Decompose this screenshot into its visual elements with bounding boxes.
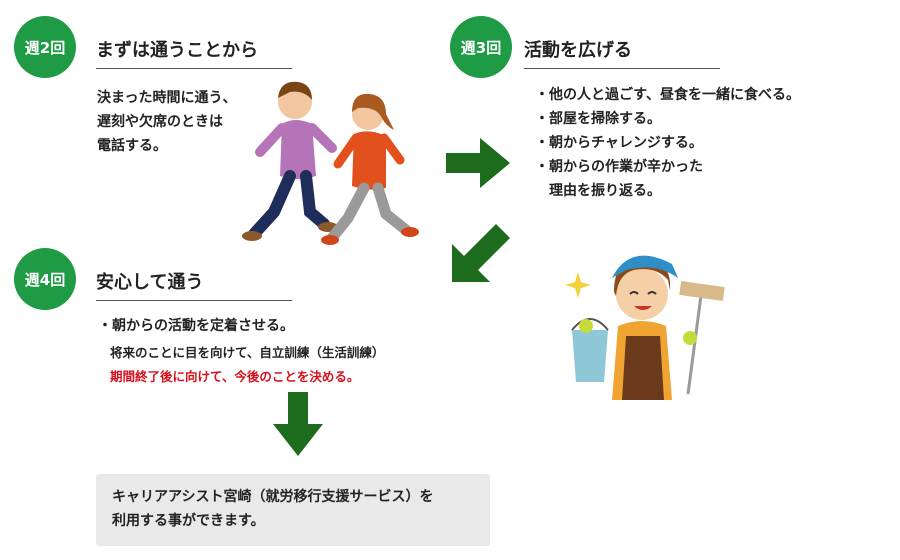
walking-people-illustration xyxy=(242,81,419,245)
step-title-week4: 安心して通う xyxy=(96,268,292,301)
result-line: 利用する事ができます。 xyxy=(112,513,265,529)
step-text-line: 決まった時間に通う、 xyxy=(97,90,237,106)
step-title-week3: 活動を広げる xyxy=(524,36,720,69)
list-item: ・朝からチャレンジする。 xyxy=(535,135,703,151)
step-sub-note: 将来のことに目を向けて、自立訓練（生活訓練） xyxy=(110,345,385,360)
sparkle-icon xyxy=(565,272,591,298)
down-arrow-icon xyxy=(273,392,323,456)
list-item: ・他の人と過ごす、昼食を一緒に食べる。 xyxy=(535,87,801,103)
cleaning-woman-illustration xyxy=(565,255,725,400)
result-callout: キャリアアシスト宮崎（就労移行支援サービス）を 利用する事ができます。 xyxy=(96,474,490,546)
step-badge-week3: 週3回 xyxy=(450,16,512,78)
right-arrow-icon xyxy=(446,138,510,188)
step-bullets-week3: ・他の人と過ごす、昼食を一緒に食べる。 ・部屋を掃除する。 ・朝からチャレンジす… xyxy=(535,83,800,203)
list-item: 理由を振り返る。 xyxy=(535,183,661,199)
list-item: ・朝からの活動を定着させる。 xyxy=(98,318,294,334)
list-item: ・朝からの作業が辛かった xyxy=(535,159,703,175)
step-text-week2: 決まった時間に通う、 遅刻や欠席のときは 電話する。 xyxy=(97,86,236,158)
step-badge-week4: 週4回 xyxy=(14,248,76,310)
list-item: ・部屋を掃除する。 xyxy=(535,111,661,127)
step-bullets-week4: ・朝からの活動を定着させる。 xyxy=(98,314,294,338)
step-highlight-note: 期間終了後に向けて、今後のことを決める。 xyxy=(110,369,360,384)
step-title-week2: まずは通うことから xyxy=(96,36,292,69)
step-text-line: 遅刻や欠席のときは xyxy=(97,114,223,130)
step-text-line: 電話する。 xyxy=(97,138,167,154)
result-line: キャリアアシスト宮崎（就労移行支援サービス）を xyxy=(112,489,434,505)
step-badge-week2: 週2回 xyxy=(14,16,76,78)
down-left-arrow-icon xyxy=(452,224,510,282)
